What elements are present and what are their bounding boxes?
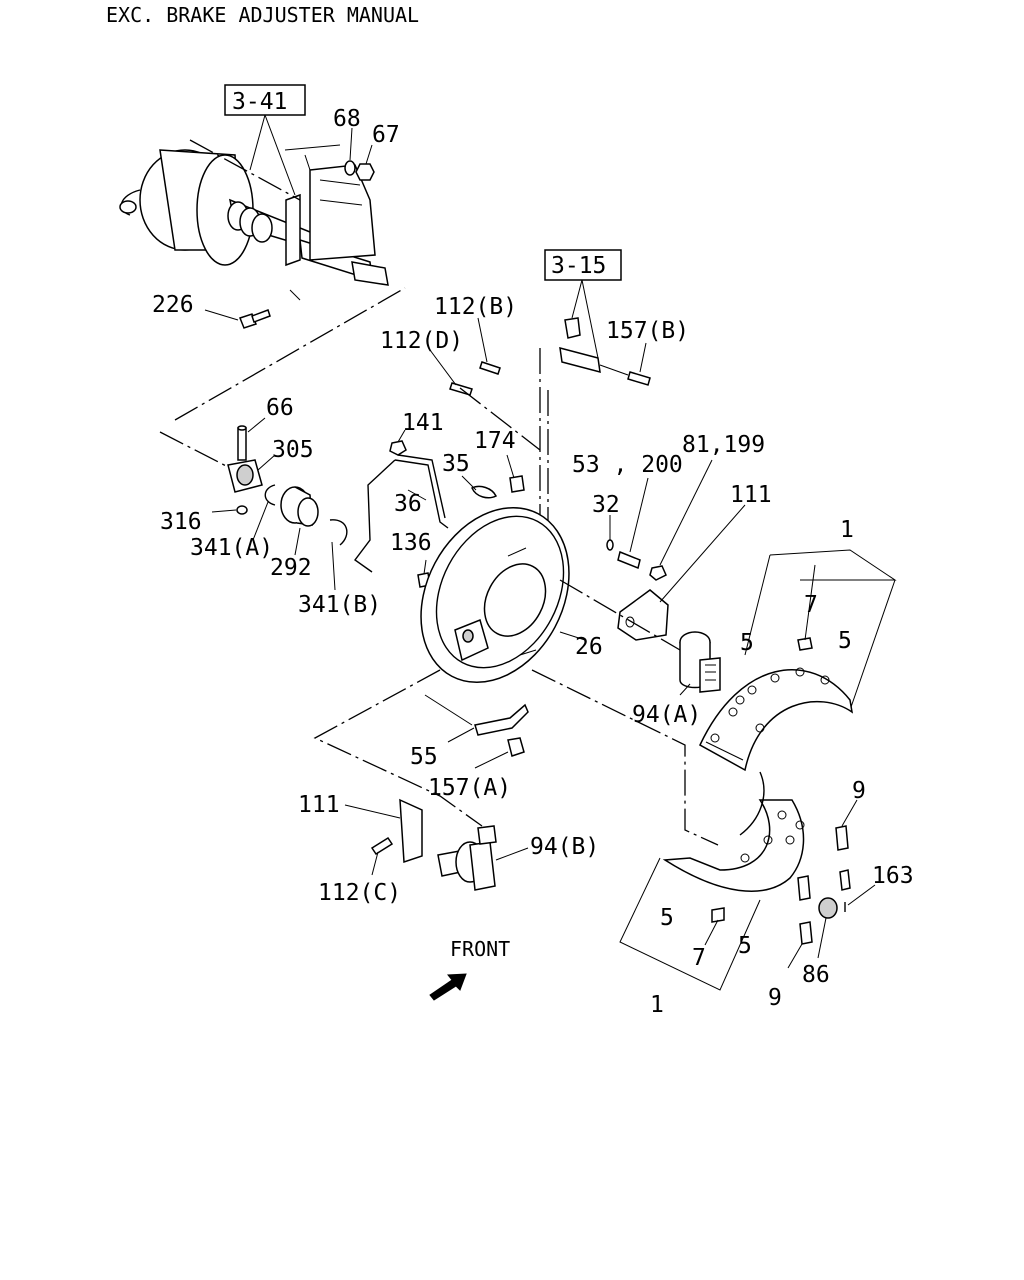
callout-labels: 68 67 226 112(B) 112(D) 157(B) 66 305 31… [152, 106, 914, 1018]
gasket-111a [617, 589, 669, 641]
callout-157b: 157(B) [606, 318, 689, 344]
washer-32 [606, 539, 614, 551]
callout-66: 66 [266, 395, 294, 421]
callout-341b: 341(B) [298, 592, 381, 618]
callout-141: 141 [402, 410, 444, 436]
callout-112d: 112(D) [380, 328, 463, 354]
front-label: FRONT [450, 937, 510, 961]
callout-163: 163 [872, 863, 914, 889]
spring-9b [799, 921, 813, 945]
bracket-55 [474, 703, 529, 736]
snap-ring-341a [264, 484, 276, 506]
callout-55: 55 [410, 744, 438, 770]
brake-shoe-upper [699, 549, 897, 772]
front-arrow-icon [429, 973, 467, 1001]
bolt-157a [507, 737, 525, 757]
callout-136: 136 [390, 530, 432, 556]
callout-94b: 94(B) [530, 834, 599, 860]
nut-67 [355, 163, 375, 181]
callout-7-upper: 7 [804, 592, 818, 618]
callout-26: 26 [575, 634, 603, 660]
wheel-cylinder-94a [679, 631, 721, 693]
callout-35: 35 [442, 451, 470, 477]
bolt-112b [479, 361, 501, 375]
callout-5-lower-right: 5 [738, 933, 752, 959]
callout-292: 292 [270, 555, 312, 581]
washer-86 [818, 897, 838, 919]
callout-341a: 341(A) [190, 535, 273, 561]
callout-86: 86 [802, 962, 830, 988]
callout-7-lower: 7 [692, 945, 706, 971]
callout-5-upper-left: 5 [740, 630, 754, 656]
pin-66 [237, 427, 247, 461]
ref-3-41-label: 3-41 [232, 89, 287, 115]
callout-305: 305 [272, 437, 314, 463]
callout-68: 68 [333, 106, 361, 132]
callout-316: 316 [160, 509, 202, 535]
grommet-35 [471, 485, 498, 499]
callout-111b: 111 [298, 792, 340, 818]
callout-174: 174 [474, 428, 516, 454]
bolt-226 [239, 309, 271, 329]
washer-68 [344, 160, 356, 176]
nut-81-199 [649, 565, 667, 581]
ref-3-15-label: 3-15 [551, 253, 606, 279]
callout-5-upper-right: 5 [838, 628, 852, 654]
bushing-292 [280, 486, 319, 527]
gasket-111b [399, 798, 423, 864]
bolt-157b [627, 371, 651, 386]
callout-1-lower: 1 [650, 992, 664, 1018]
callout-9-lower: 9 [768, 985, 782, 1011]
callout-36: 36 [394, 491, 422, 517]
plug-174 [509, 475, 525, 493]
clevis-305 [227, 459, 263, 493]
clip-316 [236, 505, 248, 515]
callout-94a: 94(A) [632, 702, 701, 728]
callout-5-lower-left: 5 [660, 905, 674, 931]
spring-9a [835, 825, 849, 851]
ref-box-3-15: 3-15 [544, 249, 622, 281]
callout-53-200: 53 , 200 [572, 452, 683, 478]
page-title: EXC. BRAKE ADJUSTER MANUAL [106, 3, 419, 27]
callout-1-upper: 1 [840, 517, 854, 543]
nut-141 [389, 440, 407, 456]
bolt-112c [370, 836, 394, 856]
backing-plate-26 [420, 506, 570, 684]
wheel-cylinder-94b [437, 825, 497, 891]
snap-ring-341b [329, 519, 348, 546]
callout-157a: 157(A) [428, 775, 511, 801]
stud-53-200 [617, 550, 641, 570]
callout-111a: 111 [730, 482, 772, 508]
brake-pipe-36 [394, 459, 449, 529]
callout-226: 226 [152, 292, 194, 318]
ref-box-3-41: 3-41 [224, 84, 306, 116]
callout-32: 32 [592, 492, 620, 518]
callout-9-upper: 9 [852, 778, 866, 804]
callout-67: 67 [372, 122, 400, 148]
callout-112c: 112(C) [318, 880, 401, 906]
bracket-3-15 [559, 317, 601, 374]
callout-112b: 112(B) [434, 294, 517, 320]
callout-81-199: 81,199 [682, 432, 765, 458]
brake-shoe-lower [619, 771, 805, 991]
